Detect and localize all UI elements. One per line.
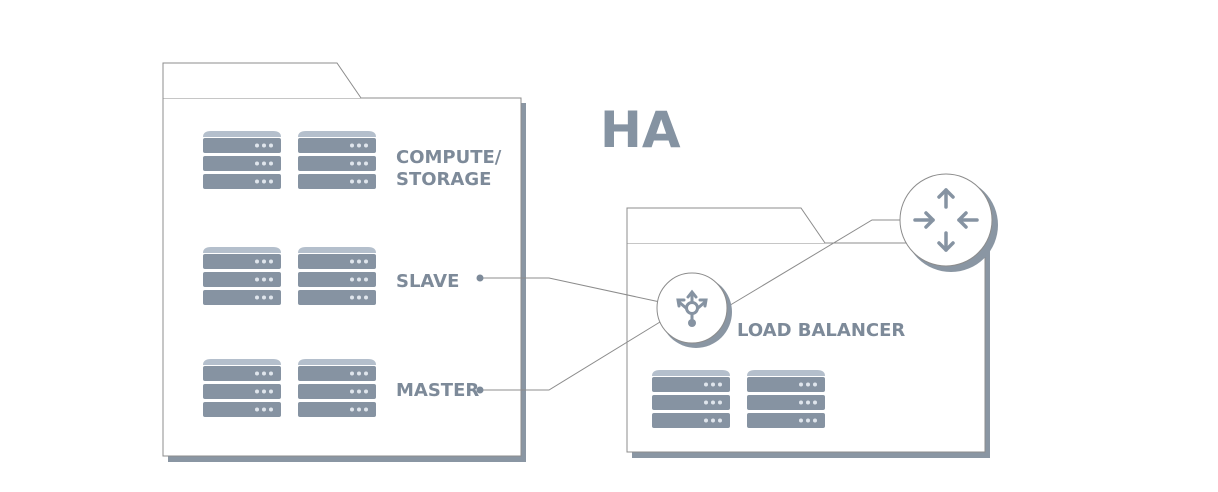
label-compute-line1: COMPUTE/ (396, 147, 502, 168)
server-stack-lb-1 (652, 370, 730, 428)
slave-connector-dot (476, 274, 484, 282)
diagram-title: HA (600, 101, 681, 159)
connector-router (726, 219, 903, 308)
label-load-balancer: LOAD BALANCER (737, 320, 905, 341)
label-master: MASTER (396, 380, 479, 401)
label-compute-line2: STORAGE (396, 169, 491, 190)
label-slave: SLAVE (396, 271, 459, 292)
load-balancer-icon (656, 272, 732, 348)
server-stack-compute-2 (298, 131, 376, 189)
server-stack-slave-1 (203, 247, 281, 305)
server-stack-lb-2 (747, 370, 825, 428)
master-connector-dot (476, 386, 484, 394)
connector-slave (480, 277, 661, 303)
server-stack-compute-1 (203, 131, 281, 189)
server-stack-slave-2 (298, 247, 376, 305)
connector-master (480, 321, 661, 391)
connectors (480, 219, 903, 391)
server-stack-master-2 (298, 359, 376, 417)
left-folder-tab (162, 62, 362, 99)
right-folder-tab (626, 207, 826, 244)
server-stack-master-1 (203, 359, 281, 417)
router-icon (899, 173, 998, 272)
